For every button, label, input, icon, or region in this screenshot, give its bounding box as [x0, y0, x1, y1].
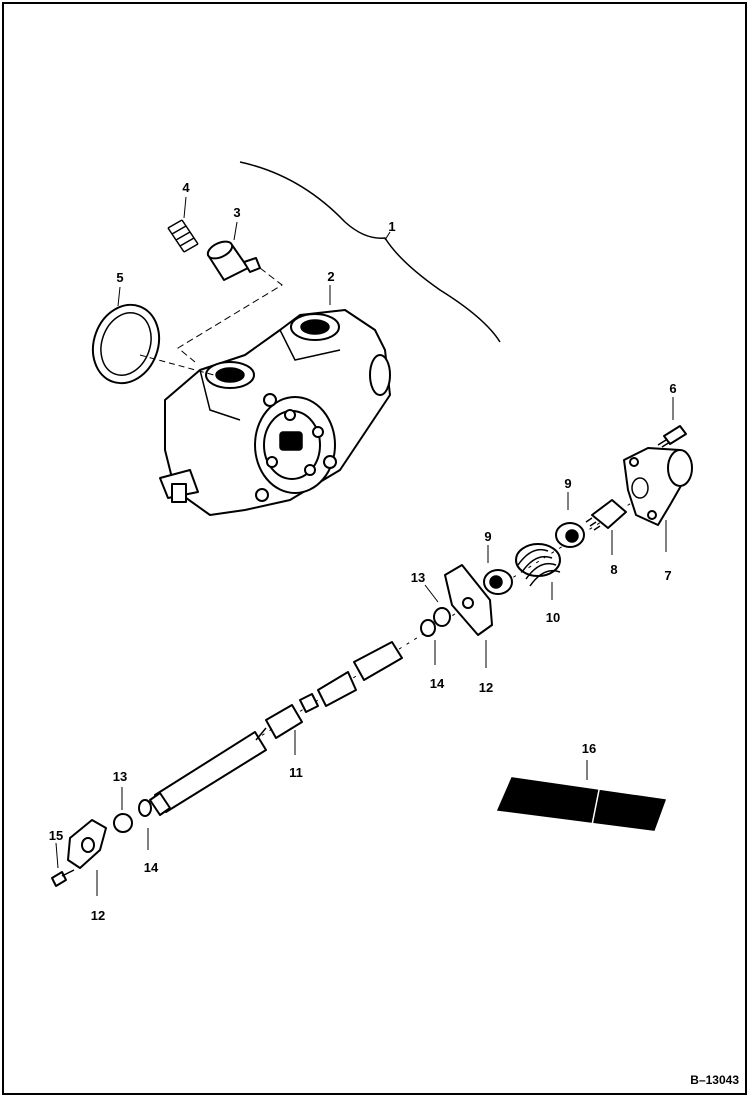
cap-screw [657, 425, 687, 448]
spool-axis [139, 484, 661, 813]
centering-spring [515, 543, 561, 587]
callout-6: 6 [669, 381, 676, 396]
poppet [206, 240, 261, 281]
leader-lines [55, 196, 674, 896]
seal-kit [496, 777, 667, 831]
spool [149, 641, 403, 816]
callout-1: 1 [388, 219, 395, 234]
callout-7: 7 [664, 568, 671, 583]
relief-spring [167, 219, 199, 253]
plate-screw [51, 869, 75, 887]
seal-plate-upper [444, 564, 493, 636]
plug [585, 499, 627, 531]
callout-11: 11 [289, 765, 303, 780]
callout-8: 8 [610, 562, 617, 577]
callout-10: 10 [546, 610, 560, 625]
callout-3: 3 [233, 205, 240, 220]
callout-13-lower: 13 [113, 769, 127, 784]
callout-9-upper: 9 [564, 476, 571, 491]
callout-13-upper: 13 [411, 570, 425, 585]
spring-seat-upper [555, 522, 585, 548]
o-ring [91, 303, 161, 385]
o-ring-lower [138, 799, 152, 817]
wiper-seal-upper [433, 607, 451, 627]
callout-labels: 1 2 3 4 5 6 7 8 9 9 10 11 12 12 13 13 14… [49, 180, 677, 923]
callout-14-lower: 14 [144, 860, 159, 875]
o-ring-upper [420, 619, 436, 637]
end-cap [623, 447, 693, 526]
callout-14-upper: 14 [430, 676, 445, 691]
figure-code: B–13043 [690, 1073, 739, 1087]
callout-4: 4 [182, 180, 190, 195]
callout-12-lower: 12 [91, 908, 105, 923]
callout-2: 2 [327, 269, 334, 284]
callout-5: 5 [116, 270, 123, 285]
callout-15: 15 [49, 828, 63, 843]
callout-12-upper: 12 [479, 680, 493, 695]
callout-9-lower: 9 [484, 529, 491, 544]
callout-16: 16 [582, 741, 596, 756]
seal-plate-lower [67, 819, 107, 869]
valve-body [159, 309, 391, 516]
wiper-seal-lower [113, 813, 133, 833]
assembly-bracket [239, 161, 501, 343]
spring-seat-lower [483, 569, 513, 595]
